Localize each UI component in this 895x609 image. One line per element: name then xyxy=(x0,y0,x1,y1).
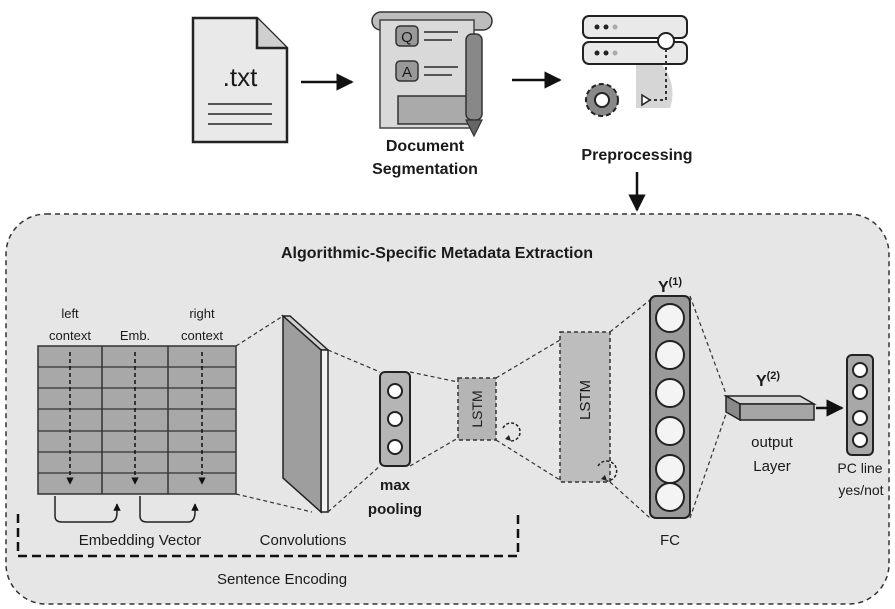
fc-layer xyxy=(649,295,691,519)
max-pooling-label-1: max xyxy=(380,477,411,494)
answer-icon: A xyxy=(402,64,412,81)
sentence-encoding-bracket xyxy=(16,514,520,558)
preprocessing-icon xyxy=(582,15,688,117)
pc-line-label-1: PC line xyxy=(837,460,882,476)
right-context-label-2: context xyxy=(181,328,223,343)
y1-label: Y(1) xyxy=(658,276,682,296)
embedding-bracket-right xyxy=(139,496,199,523)
lstm-small-block xyxy=(457,377,497,441)
output-label-2: Layer xyxy=(753,458,791,475)
output-label-1: output xyxy=(751,434,794,451)
lstm-large-block xyxy=(559,331,611,483)
recurrent-loop-icon-large xyxy=(597,460,618,482)
convolutions-label: Convolutions xyxy=(260,532,347,549)
question-icon: Q xyxy=(401,29,413,46)
embedding-vector-label: Embedding Vector xyxy=(79,532,202,549)
pc-line-output xyxy=(846,354,874,456)
embedding-matrix xyxy=(37,345,237,495)
embedding-bracket-left xyxy=(54,496,121,523)
output-layer xyxy=(723,394,817,422)
y2-label: Y(2) xyxy=(756,370,780,390)
left-context-label-1: left xyxy=(61,306,79,321)
emb-label: Emb. xyxy=(120,328,150,343)
pen-icon xyxy=(465,33,483,121)
convolution-layer xyxy=(281,314,330,514)
extraction-panel-title: Algorithmic-Specific Metadata Extraction xyxy=(281,245,593,262)
recurrent-loop-icon-small xyxy=(502,422,521,442)
file-extension-label: .txt xyxy=(223,62,258,92)
document-segmentation-icon: Q A xyxy=(371,11,493,138)
document-segmentation-label-2: Segmentation xyxy=(372,161,478,178)
right-context-label-1: right xyxy=(189,306,215,321)
pc-line-label-2: yes/not xyxy=(838,482,883,498)
max-pooling-block xyxy=(379,371,411,467)
document-segmentation-label-1: Document xyxy=(386,138,465,155)
sentence-encoding-label: Sentence Encoding xyxy=(217,571,347,588)
lstm-small-label: LSTM xyxy=(469,390,485,427)
preprocessing-label: Preprocessing xyxy=(581,147,692,164)
txt-file-icon: .txt xyxy=(191,16,289,144)
left-context-label-2: context xyxy=(49,328,91,343)
max-pooling-label-2: pooling xyxy=(368,501,422,518)
fc-label: FC xyxy=(660,532,680,549)
lstm-large-label: LSTM xyxy=(577,380,594,420)
